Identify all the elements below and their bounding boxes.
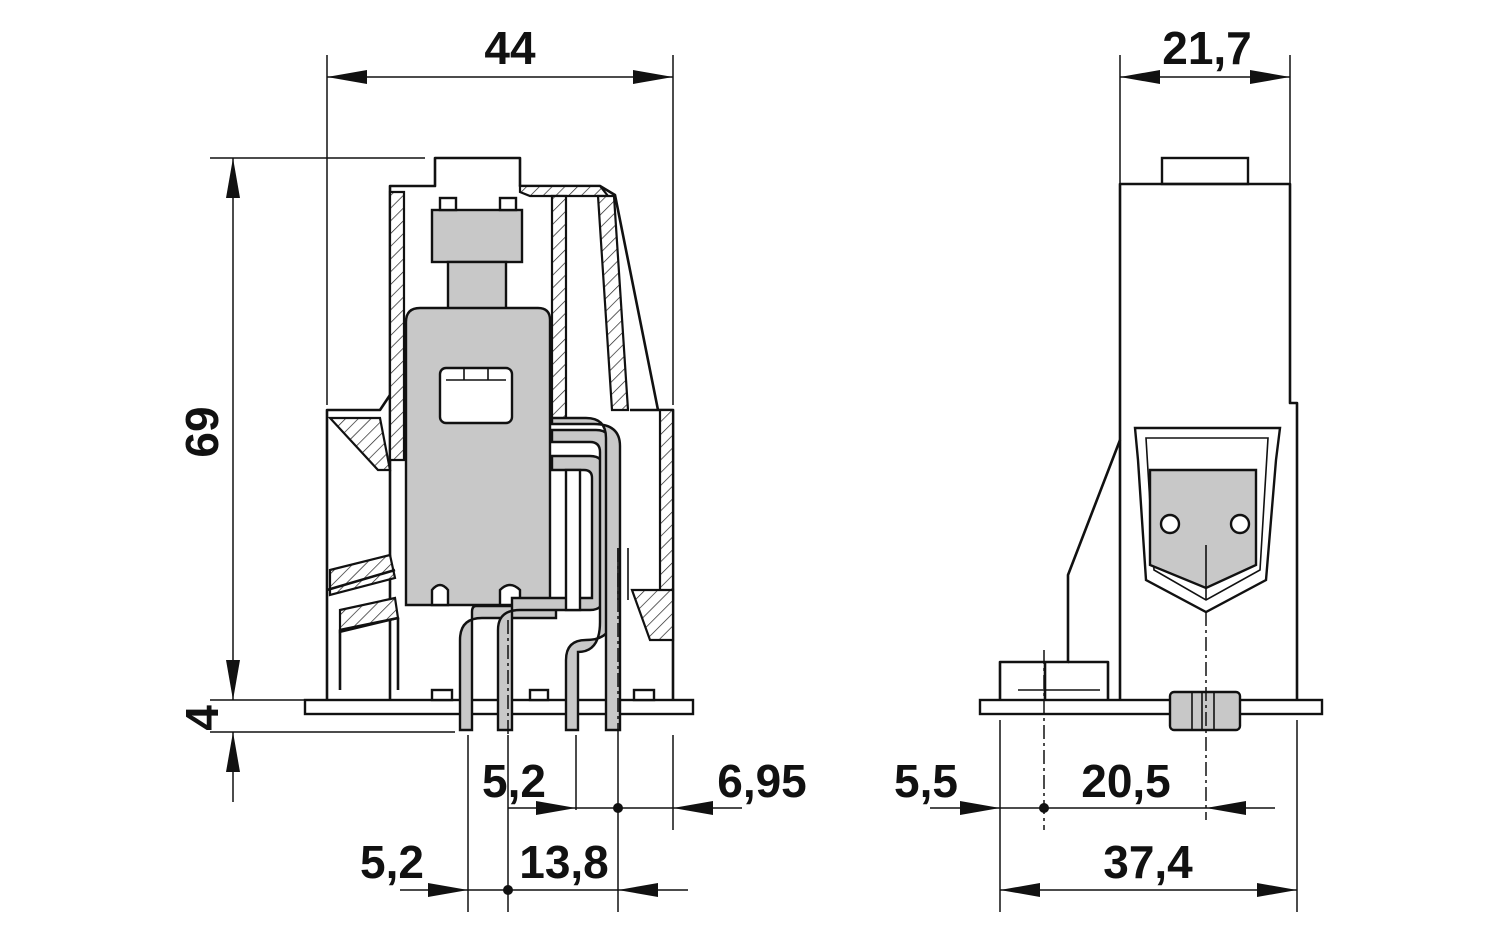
dim-side-depth: 21,7 (1162, 22, 1252, 74)
front-pin-4 (550, 416, 622, 732)
dim-side-offset: 5,5 (894, 755, 958, 807)
side-pin-block (1168, 690, 1242, 732)
dim-pin-pitch-upper: 5,2 (482, 755, 546, 807)
side-screw-hole-right (1229, 513, 1251, 535)
dim-overall-width: 44 (484, 22, 536, 74)
dim-overall-height: 69 (176, 406, 228, 457)
front-housing-lower (325, 393, 392, 700)
dim-pin-span: 13,8 (519, 836, 609, 888)
front-release-window (438, 366, 514, 425)
front-view (303, 156, 695, 732)
dim-side-footprint: 37,4 (1103, 836, 1193, 888)
side-base-plate (978, 698, 1324, 716)
front-dimensions (210, 55, 742, 912)
dim-pin-length: 4 (176, 705, 228, 731)
dim-pin-to-edge: 6,95 (717, 755, 807, 807)
side-screw-hole-left (1159, 513, 1181, 535)
front-pusher-head (430, 208, 524, 264)
side-contact-face (1148, 468, 1258, 590)
dim-side-pin-distance: 20,5 (1081, 755, 1171, 807)
front-contact-block (404, 306, 552, 607)
side-housing (1118, 182, 1299, 700)
side-dimensions (930, 55, 1298, 912)
side-top-cap (1160, 156, 1250, 186)
dim-pin-pitch-lower: 5,2 (360, 836, 424, 888)
side-view (978, 156, 1324, 830)
front-pin-3 (550, 428, 614, 732)
front-housing-upper (388, 156, 660, 411)
